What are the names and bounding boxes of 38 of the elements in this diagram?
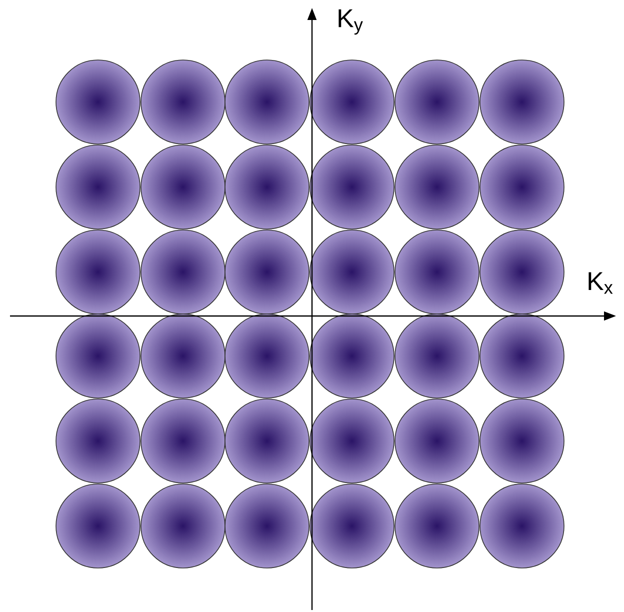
shaded-circle bbox=[224, 314, 310, 398]
shaded-circle bbox=[310, 144, 394, 230]
shaded-circle bbox=[224, 60, 310, 144]
shaded-circle bbox=[56, 60, 140, 144]
shaded-circle bbox=[394, 144, 480, 230]
shaded-circle bbox=[140, 230, 226, 314]
shaded-circle bbox=[140, 484, 226, 568]
shaded-circle bbox=[224, 398, 310, 484]
axis-label: K$_{y}$ bbox=[338, 9, 363, 35]
shaded-circle bbox=[56, 398, 140, 484]
shaded-circle bbox=[140, 398, 226, 484]
shaded-circle bbox=[480, 60, 564, 144]
shaded-circle bbox=[310, 60, 394, 144]
shaded-circle bbox=[480, 144, 564, 230]
shaded-circle bbox=[310, 484, 394, 568]
shaded-circle bbox=[394, 60, 480, 144]
shaded-circle bbox=[56, 230, 140, 314]
axis-label: K$_{x}$ bbox=[588, 272, 613, 294]
shaded-circle bbox=[56, 484, 140, 568]
shaded-circle bbox=[310, 230, 394, 314]
shaded-circle bbox=[394, 314, 480, 398]
shaded-circle bbox=[310, 314, 394, 398]
shaded-circle bbox=[480, 230, 564, 314]
shaded-circle bbox=[224, 484, 310, 568]
shaded-circle bbox=[394, 398, 480, 484]
shaded-circle bbox=[310, 398, 394, 484]
shaded-circle bbox=[140, 314, 226, 398]
shaded-circle bbox=[480, 484, 564, 568]
shaded-circle bbox=[394, 230, 480, 314]
shaded-circle bbox=[140, 60, 226, 144]
shaded-circle bbox=[394, 484, 480, 568]
shaded-circle bbox=[56, 314, 140, 398]
shaded-circle bbox=[224, 144, 310, 230]
shaded-circle bbox=[224, 230, 310, 314]
shaded-circle bbox=[56, 144, 140, 230]
shaded-circle bbox=[480, 398, 564, 484]
shaded-circle bbox=[140, 144, 226, 230]
shaded-circle bbox=[480, 314, 564, 398]
